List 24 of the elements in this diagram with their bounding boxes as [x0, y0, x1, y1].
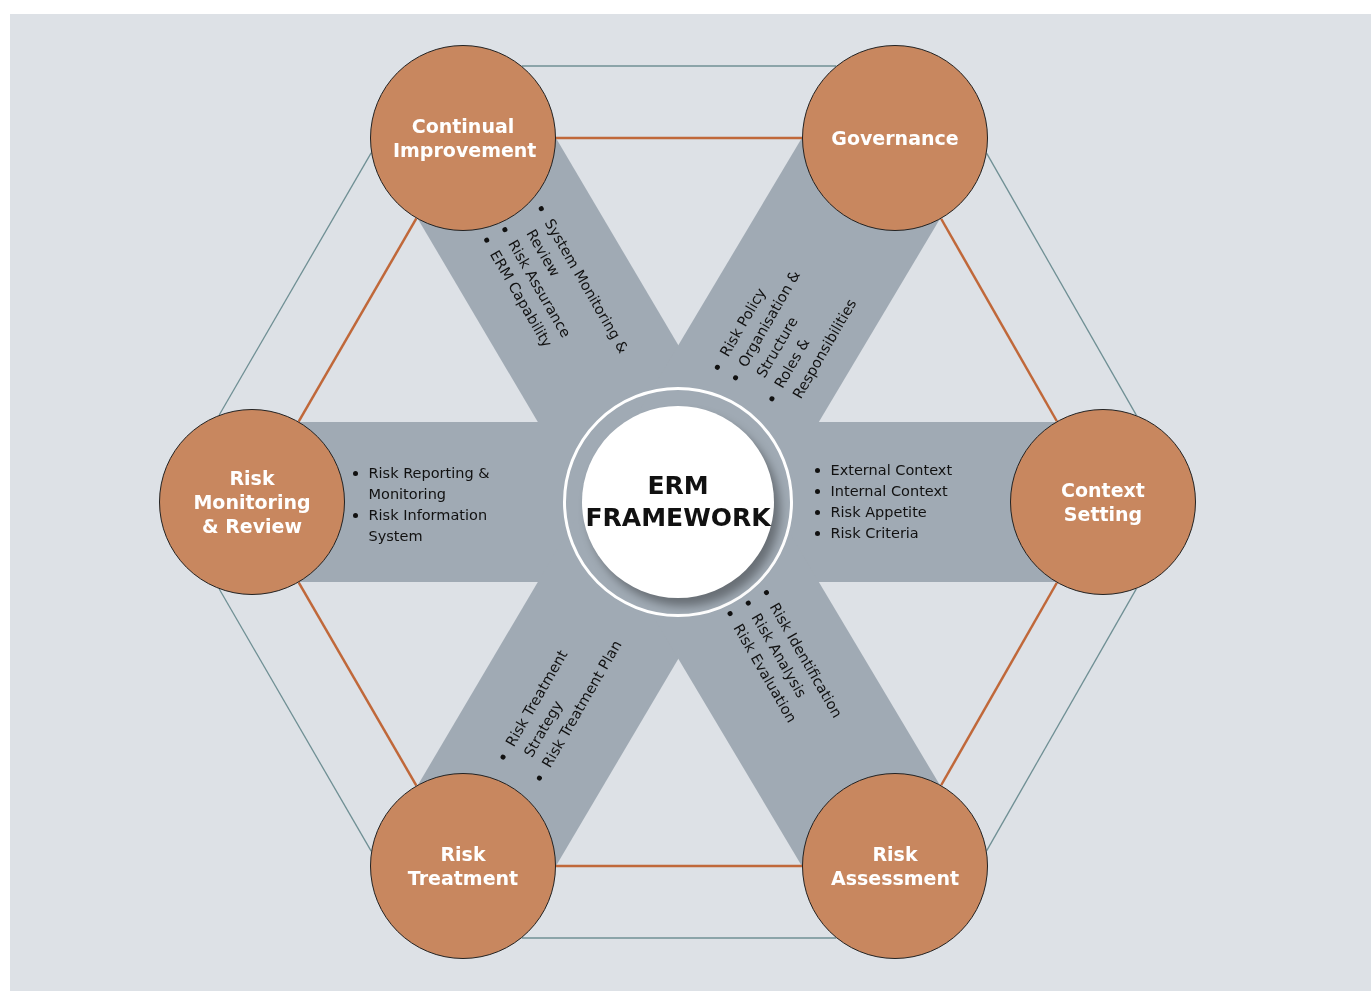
- connector-line: [521, 65, 837, 67]
- bullet-text: Risk Information System: [368, 505, 534, 547]
- connector-line: [940, 218, 1058, 422]
- connector-line: [218, 588, 372, 852]
- connector-line: [940, 582, 1058, 786]
- bullet-text: Risk Reporting & Monitoring: [368, 463, 534, 505]
- connector-line: [556, 136, 802, 140]
- stage-title: Governance: [831, 126, 959, 150]
- connector-line: [986, 588, 1137, 852]
- stage-title: Risk Monitoring & Review: [192, 466, 312, 538]
- bullet-text: Internal Context: [830, 481, 996, 502]
- center-title: ERM FRAMEWORK: [585, 470, 771, 534]
- stage-title: Risk Treatment: [406, 842, 520, 890]
- bullet-text: Risk Appetite: [830, 502, 996, 523]
- stage-title: Risk Assessment: [829, 842, 961, 890]
- connector-line: [218, 152, 372, 416]
- connector-line: [556, 864, 802, 868]
- connector-line: [986, 152, 1137, 416]
- connector-line: [521, 937, 837, 939]
- stage-title: Context Setting: [1060, 478, 1146, 526]
- connector-line: [297, 217, 418, 423]
- bullet-text: Risk Criteria: [830, 523, 996, 544]
- bullet-text: External Context: [830, 460, 996, 481]
- connector-line: [297, 581, 418, 787]
